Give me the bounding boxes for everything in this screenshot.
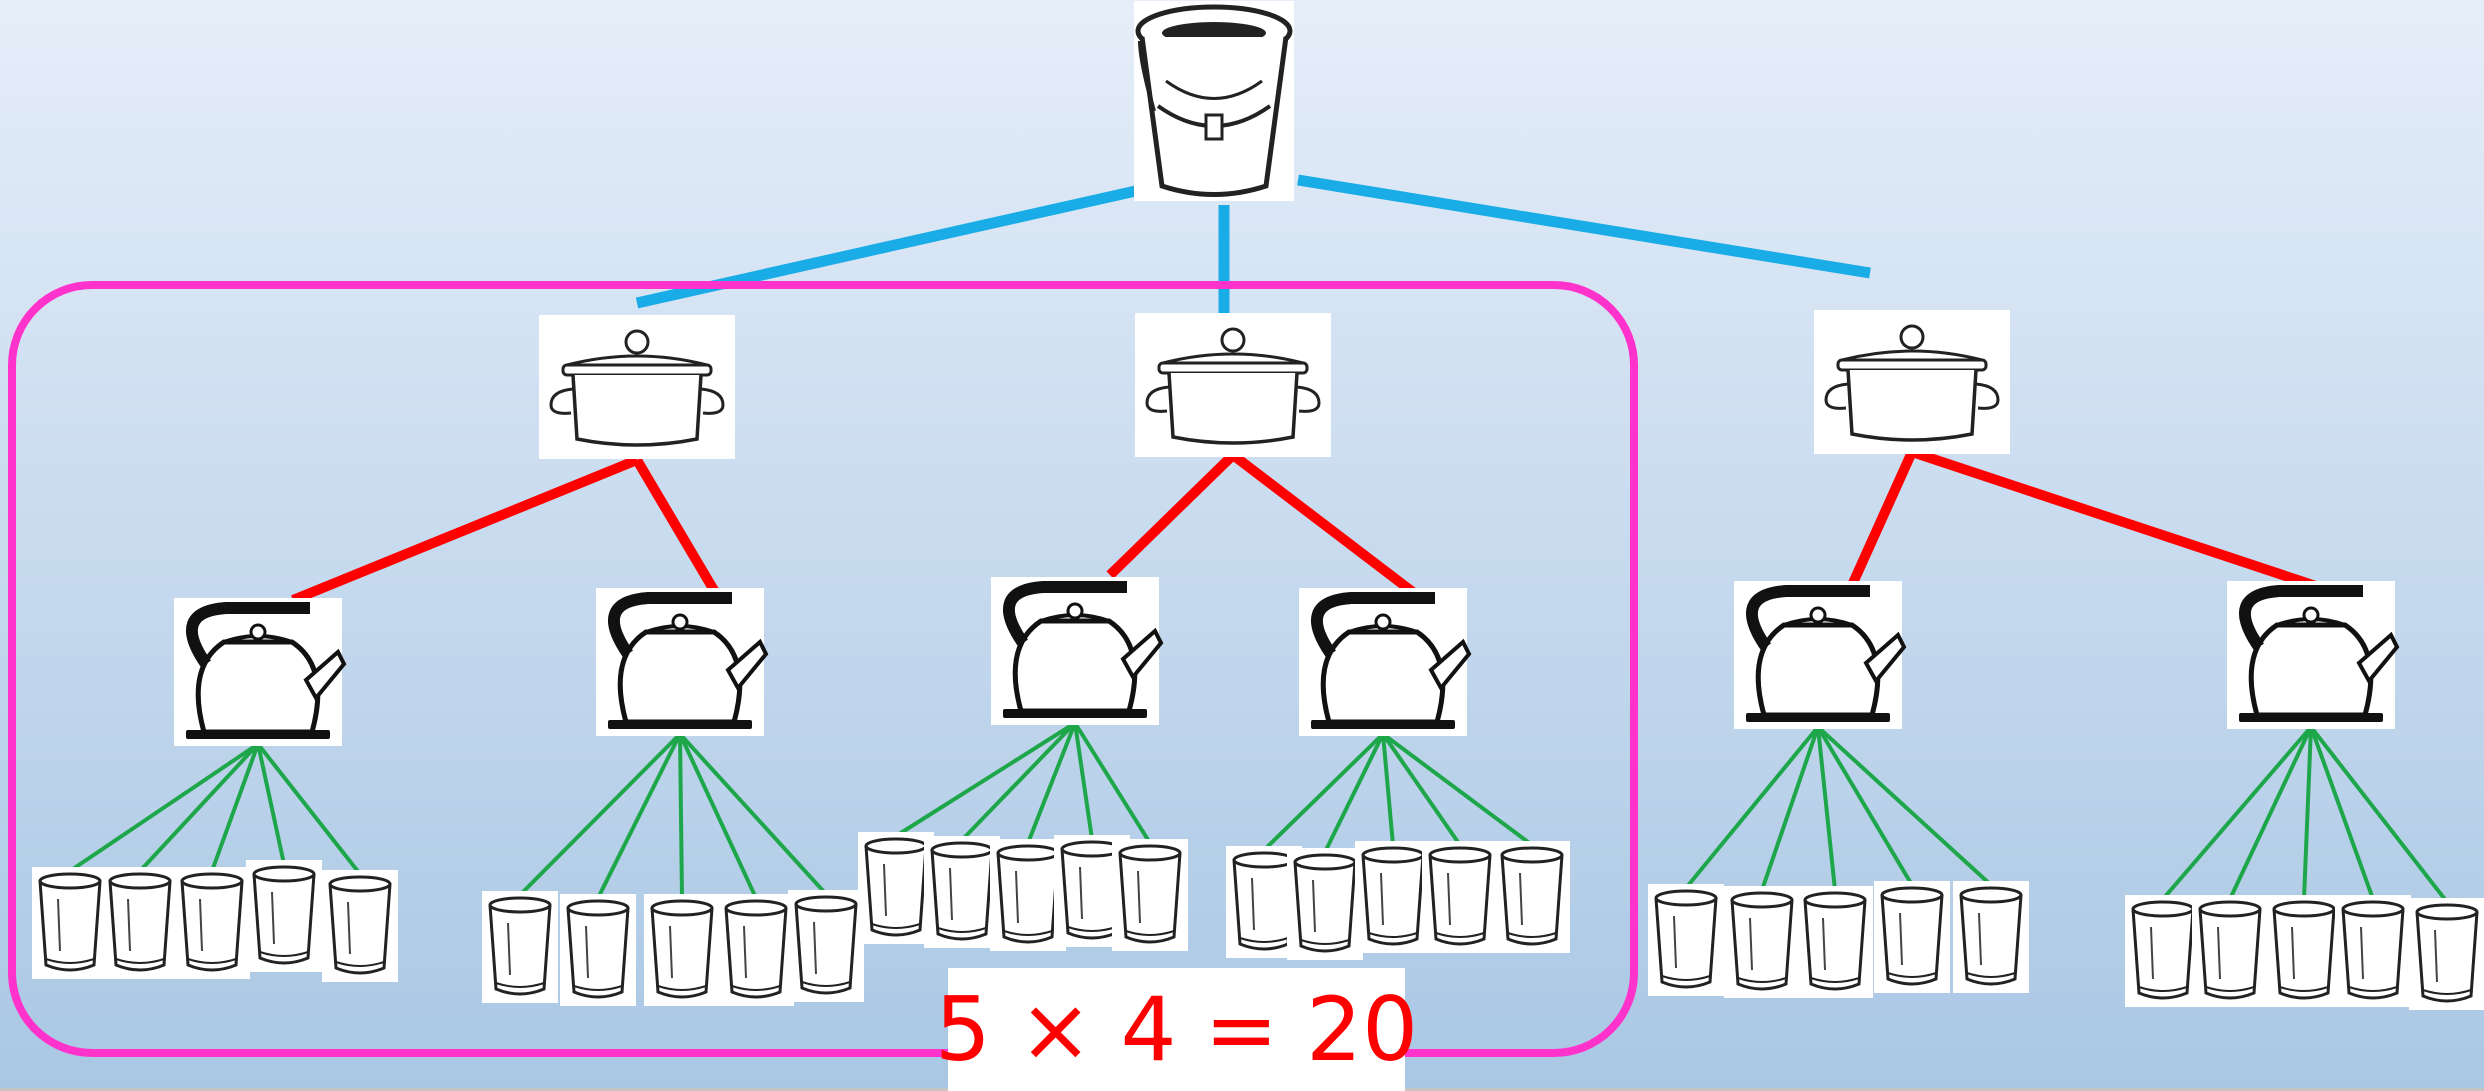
kettle-link — [1323, 733, 1385, 853]
pot-icon — [1812, 308, 2012, 456]
kettle-link — [1026, 722, 1077, 844]
kettle-link — [210, 743, 260, 872]
glass-icon — [1353, 839, 1433, 955]
kettle-link — [256, 742, 362, 876]
kettle-link — [1381, 732, 1462, 847]
glass-icon — [642, 892, 722, 1008]
kettle-link — [678, 732, 828, 896]
kettle-link — [68, 742, 260, 873]
kettle-link — [1073, 721, 1152, 845]
highlight-group-outline — [8, 281, 1638, 1057]
kettle-link — [960, 721, 1077, 842]
glass-icon — [1285, 846, 1365, 962]
glass-icon — [30, 865, 110, 981]
glass-icon — [2333, 893, 2413, 1009]
kettle-link — [138, 742, 260, 873]
equation-text: 5 × 4 = 20 — [934, 978, 1419, 1081]
pot-icon — [1133, 311, 1333, 459]
pot-link — [1106, 451, 1237, 579]
kettle-link — [2161, 725, 2313, 901]
kettle-link — [2309, 726, 2375, 900]
kettle-link — [1073, 722, 1094, 840]
kettle-link — [2228, 726, 2313, 900]
glass-icon — [716, 892, 796, 1008]
glass-icon — [786, 888, 866, 1004]
kettle-icon — [1299, 588, 1469, 736]
pot-icon — [537, 313, 737, 461]
kettle-icon — [596, 588, 766, 736]
pot-link — [1848, 449, 1917, 586]
glass-icon — [558, 892, 638, 1008]
glass-icon — [1722, 884, 1802, 1000]
glass-icon — [1110, 837, 1190, 953]
glass-icon — [1872, 879, 1952, 995]
kettle-link — [256, 743, 286, 865]
glass-icon — [1646, 882, 1726, 998]
kettle-icon — [1734, 581, 1904, 729]
kettle-link — [2302, 726, 2313, 900]
glass-icon — [2190, 893, 2270, 1009]
glass-icon — [2123, 893, 2203, 1009]
kettle-link — [1816, 725, 1993, 887]
pot-link — [1229, 451, 1422, 600]
pot-link — [1910, 447, 2348, 601]
glass-icon — [320, 868, 400, 984]
kettle-link — [1262, 732, 1385, 852]
kettle-icon — [991, 577, 1161, 725]
bucket-icon — [1134, 1, 1294, 201]
equation-box: 5 × 4 = 20 — [935, 968, 1418, 1091]
kettle-icon — [174, 598, 344, 746]
pot-link — [632, 457, 720, 595]
kettle-link — [1816, 725, 1914, 887]
glass-icon — [1492, 839, 1572, 955]
kettle-link — [518, 732, 682, 897]
glass-icon — [480, 889, 560, 1005]
glass-icon — [1795, 884, 1875, 1000]
kettle-link — [678, 733, 758, 899]
bucket-link — [1297, 174, 1871, 279]
glass-icon — [1951, 879, 2031, 995]
glass-icon — [2407, 896, 2484, 1012]
glass-icon — [1420, 839, 1500, 955]
glass-icon — [172, 865, 252, 981]
glass-icon — [244, 858, 324, 974]
kettle-link — [1381, 732, 1534, 847]
kettle-link — [1381, 733, 1395, 846]
kettle-link — [2309, 725, 2449, 904]
glass-icon — [2264, 893, 2344, 1009]
kettle-link — [1816, 726, 1837, 891]
glass-icon — [856, 830, 936, 946]
kettle-link — [1760, 726, 1820, 891]
kettle-link — [596, 733, 682, 899]
glass-icon — [100, 865, 180, 981]
kettle-link — [894, 721, 1077, 838]
kettle-link — [1684, 725, 1820, 890]
kettle-link — [678, 733, 684, 899]
kettle-icon — [2227, 581, 2397, 729]
pot-link — [291, 455, 639, 605]
glass-icon — [922, 834, 1002, 950]
